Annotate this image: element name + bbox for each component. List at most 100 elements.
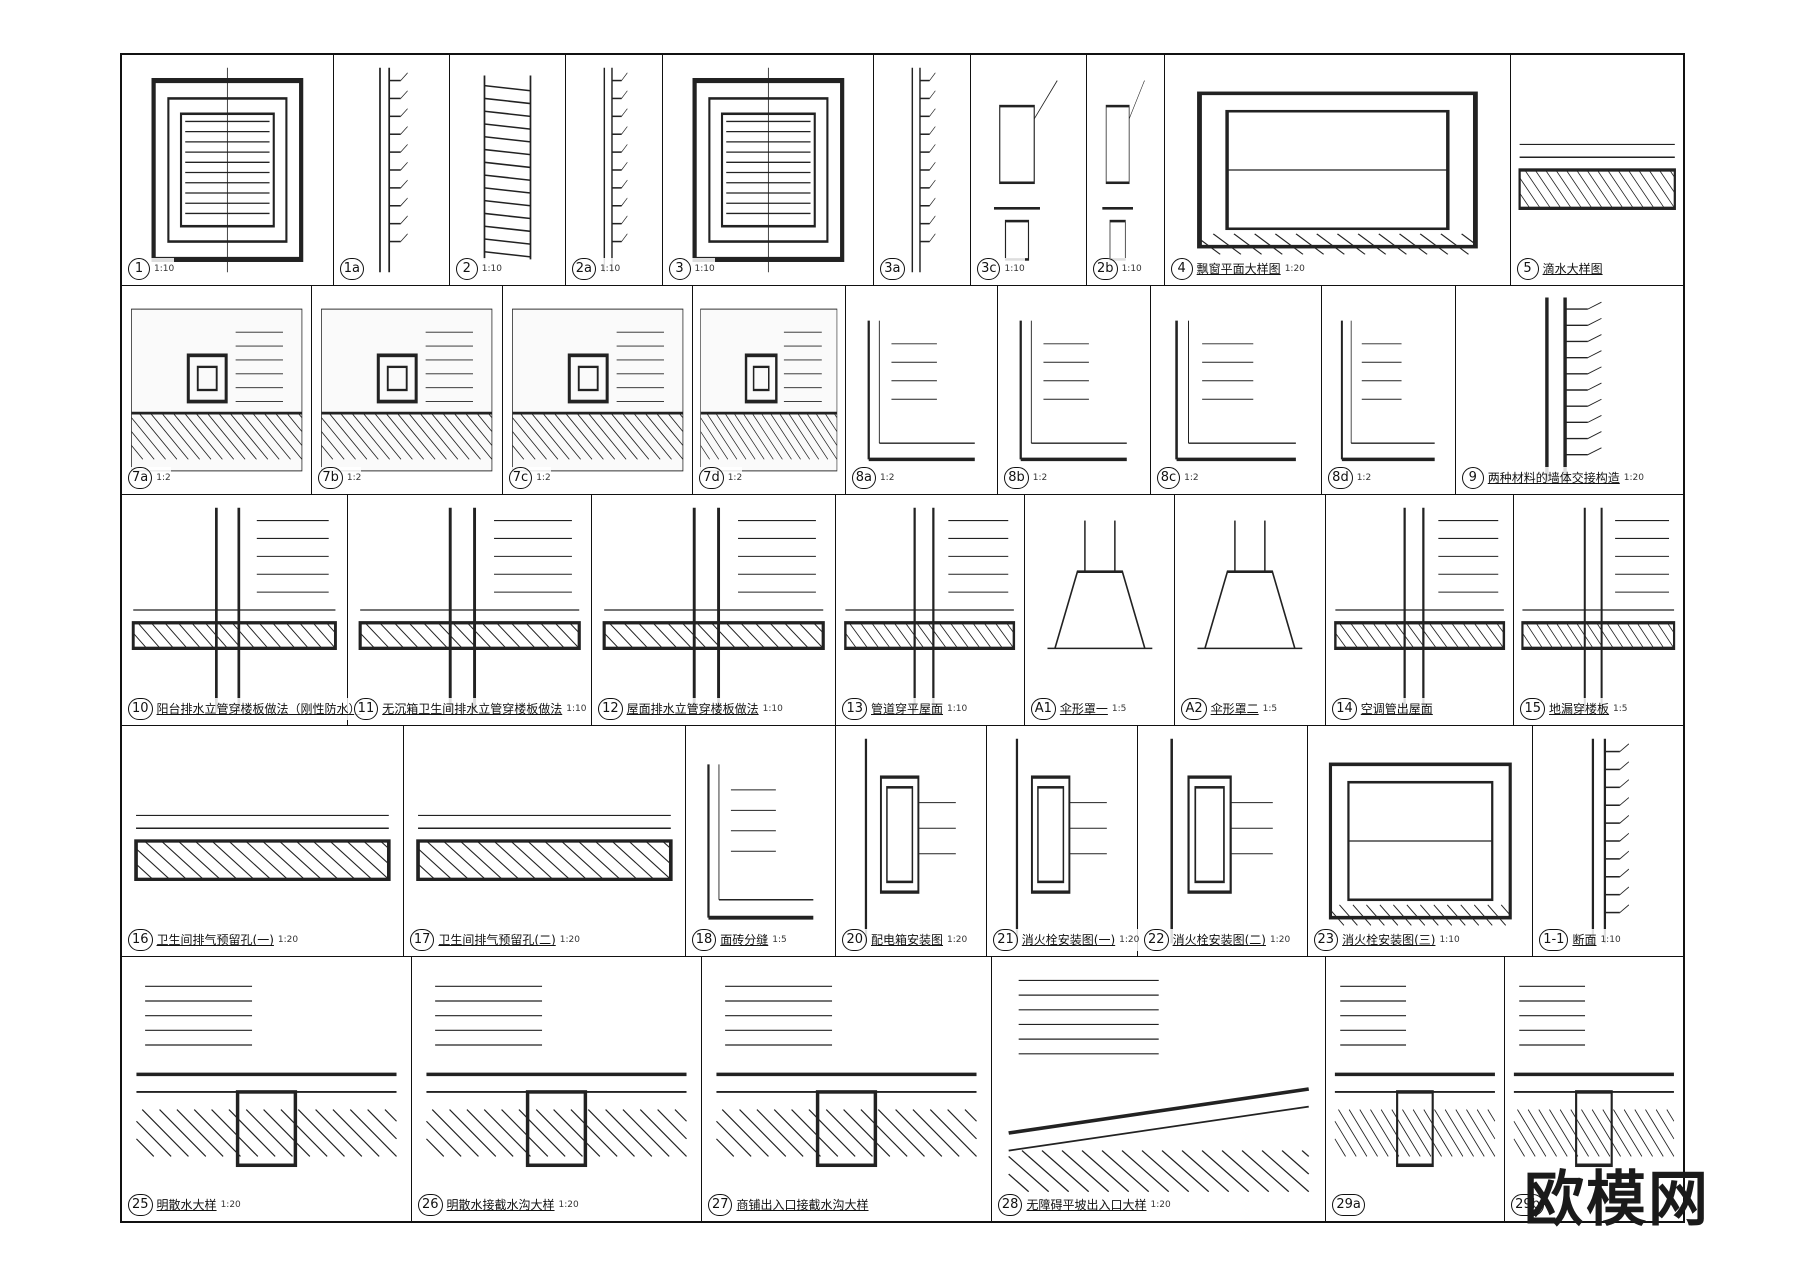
detail-number: 8d [1328, 466, 1353, 489]
detail-title: 卫生间排气预留孔(二) [438, 933, 556, 948]
detail-scale: 1:2 [1184, 472, 1199, 483]
detail-drawing [1196, 91, 1478, 255]
detail-number: 2a [571, 257, 596, 280]
detail-title: 地漏穿楼板 [1549, 702, 1610, 717]
detail-drawing [426, 985, 687, 1168]
detail-number: 8a [851, 466, 876, 489]
detail-number: 22 [1144, 928, 1169, 951]
detail-title: 无沉箱卫生间排水立管穿楼板做法 [382, 702, 563, 717]
detail-label: 29a [1332, 1193, 1365, 1216]
detail-scale: 1:10 [599, 263, 621, 274]
detail-number: 17 [409, 928, 435, 951]
detail-drawing [358, 507, 581, 713]
detail-title: 空调管出屋面 [1360, 702, 1433, 717]
detail-scale: 1:5 [1613, 703, 1628, 714]
detail-number: 27 [707, 1193, 733, 1216]
detail-number: 28 [997, 1193, 1023, 1216]
detail-drawing [1170, 738, 1273, 944]
detail-number: 26 [417, 1193, 443, 1216]
detail-cell: 1 1:10 [122, 55, 334, 285]
detail-scale: 1:2 [879, 472, 895, 483]
detail-number: 1 [128, 257, 150, 280]
detail-title: 两种材料的墙体交接构造 [1487, 471, 1620, 486]
detail-number: 20 [842, 928, 868, 951]
detail-title: 面砖分缝 [720, 933, 769, 948]
detail-label: 1 1:10 [128, 257, 175, 280]
detail-drawing [715, 985, 977, 1168]
detail-number: 2b [1093, 257, 1118, 280]
detail-label: 29b [1511, 1193, 1544, 1216]
detail-drawing [1047, 520, 1153, 650]
detail-number: 18 [691, 928, 717, 951]
detail-number: 7c [508, 466, 533, 489]
detail-number: 12 [598, 697, 623, 720]
detail-scale: 1:10 [154, 263, 175, 274]
detail-drawing [1334, 985, 1496, 1168]
detail-number: 1a [339, 257, 365, 280]
detail-number: 3c [977, 257, 1001, 280]
detail-title: 商铺出入口接截水沟大样 [736, 1198, 869, 1213]
detail-number: 1-1 [1539, 928, 1569, 951]
detail-number: 5 [1516, 257, 1539, 280]
detail-number: 29a [1332, 1193, 1365, 1216]
detail-scale: 1:5 [1262, 703, 1278, 714]
detail-scale: 1:10 [481, 263, 502, 274]
detail-drawing [602, 507, 825, 713]
detail-scale: 1:10 [1004, 263, 1025, 274]
detail-scale: 1:10 [947, 703, 968, 714]
detail-drawing [416, 814, 673, 881]
detail-number: 3a [880, 257, 905, 280]
detail-number: 8c [1156, 466, 1181, 489]
detail-drawing [1102, 80, 1145, 261]
detail-drawing [1518, 143, 1676, 210]
detail-number: 13 [842, 697, 867, 720]
detail-drawing [1521, 507, 1676, 713]
detail-number: 10 [128, 697, 153, 720]
detail-drawing [1341, 320, 1435, 462]
detail-title: 管道穿平屋面 [871, 702, 944, 717]
detail-scale: 1:20 [558, 1199, 579, 1210]
detail-number: 4 [1170, 257, 1193, 280]
detail-scale: 1:10 [1121, 263, 1142, 274]
detail-drawing [1197, 520, 1303, 650]
detail-drawing [707, 764, 814, 920]
detail-scale: 1:10 [1600, 934, 1621, 945]
detail-drawing [867, 320, 975, 462]
detail-title: 卫生间排气预留孔(一) [156, 933, 274, 948]
